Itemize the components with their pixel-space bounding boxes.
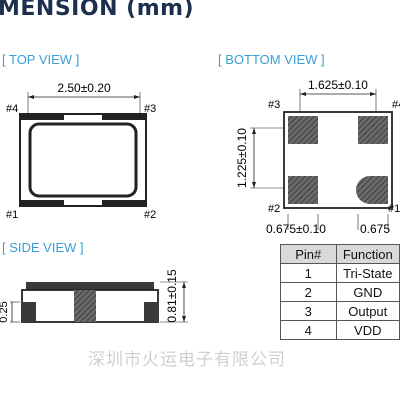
table-row: 1 Tri-State xyxy=(280,263,400,283)
table-row: 4 VDD xyxy=(280,320,400,340)
top-pad-tab-3 xyxy=(102,114,146,120)
bottom-pad-4 xyxy=(358,116,388,144)
table-row: 3 Output xyxy=(280,301,400,321)
side-terminal-center xyxy=(74,290,96,322)
bottom-pad-2 xyxy=(288,176,318,204)
page-title: MENSION (mm) xyxy=(0,0,195,21)
pin-function-table: Pin# Function 1 Tri-State 2 GND 3 Output… xyxy=(280,244,400,340)
side-terminal-left xyxy=(22,302,36,322)
table-cell-pin: 2 xyxy=(280,282,337,302)
top-view: 2.50±0.20 #4 #3 #1 #2 xyxy=(6,81,156,221)
bottom-view-label: [ BOTTOM VIEW ] xyxy=(218,52,325,67)
table-cell-pin: 1 xyxy=(280,263,337,283)
top-package-body xyxy=(19,113,147,207)
bottom-pitch-dim-text: 1.625±0.10 xyxy=(308,78,368,92)
top-pin-label-2: #2 xyxy=(144,209,156,221)
table-cell-function: Tri-State xyxy=(335,263,400,283)
table-header-row: Pin# Function xyxy=(280,244,400,264)
side-height-arrow-top xyxy=(182,282,186,288)
top-width-arrow-left xyxy=(28,95,34,99)
top-metal-lid xyxy=(28,122,138,198)
table-cell-function: VDD xyxy=(335,320,400,340)
top-pin-label-4: #4 xyxy=(6,103,18,115)
table-row: 2 GND xyxy=(280,282,400,302)
table-cell-function: GND xyxy=(335,282,400,302)
table-header-function: Function xyxy=(335,244,400,264)
bottom-pad-dim-right: 0.675 xyxy=(360,222,390,236)
bottom-pad-dim-left: 0.675±0.10 xyxy=(266,222,326,236)
bottom-height-arrow-bottom xyxy=(252,182,256,188)
bottom-pin-label-3: #3 xyxy=(268,99,280,111)
side-height-arrow-bottom xyxy=(182,316,186,322)
bottom-pin-label-2: #2 xyxy=(268,203,280,215)
top-pin-label-3: #3 xyxy=(144,103,156,115)
side-height-dim-text: 0.81±0.15 xyxy=(165,269,179,323)
top-width-arrow-right xyxy=(134,95,140,99)
side-lid xyxy=(26,282,154,290)
table-cell-pin: 3 xyxy=(280,301,337,321)
top-pin-label-1: #1 xyxy=(6,209,18,221)
top-pad-tab-2 xyxy=(102,200,146,206)
bottom-height-dim-text: 1.225±0.10 xyxy=(235,128,249,188)
bottom-pad-1 xyxy=(356,176,388,204)
side-view-label: [ SIDE VIEW ] xyxy=(2,240,84,255)
top-width-dim-text: 2.50±0.20 xyxy=(57,81,111,95)
table-cell-pin: 4 xyxy=(280,320,337,340)
side-view: 0.81±0.15 0.25 xyxy=(0,269,188,323)
top-pad-tab-4 xyxy=(20,114,64,120)
side-terminal-right xyxy=(144,302,158,322)
table-header-pin: Pin# xyxy=(280,244,337,264)
bottom-pitch-arrow-left xyxy=(300,92,306,96)
bottom-pad-3 xyxy=(288,116,318,144)
bottom-pin-label-4: #4 xyxy=(392,99,400,111)
bottom-view: 1.625±0.10 1.225±0.10 #3 #4 #2 #1 0.675±… xyxy=(235,78,400,236)
table-cell-function: Output xyxy=(335,301,400,321)
bottom-pitch-arrow-right xyxy=(370,92,376,96)
watermark: 深圳市火运电子有限公司 xyxy=(88,350,286,369)
bottom-height-arrow-top xyxy=(252,128,256,134)
bottom-pin-label-1: #1 xyxy=(388,203,400,215)
side-lead-dim-text: 0.25 xyxy=(0,301,10,322)
top-pad-tab-1 xyxy=(20,200,64,206)
top-view-label: [ TOP VIEW ] xyxy=(2,52,80,67)
